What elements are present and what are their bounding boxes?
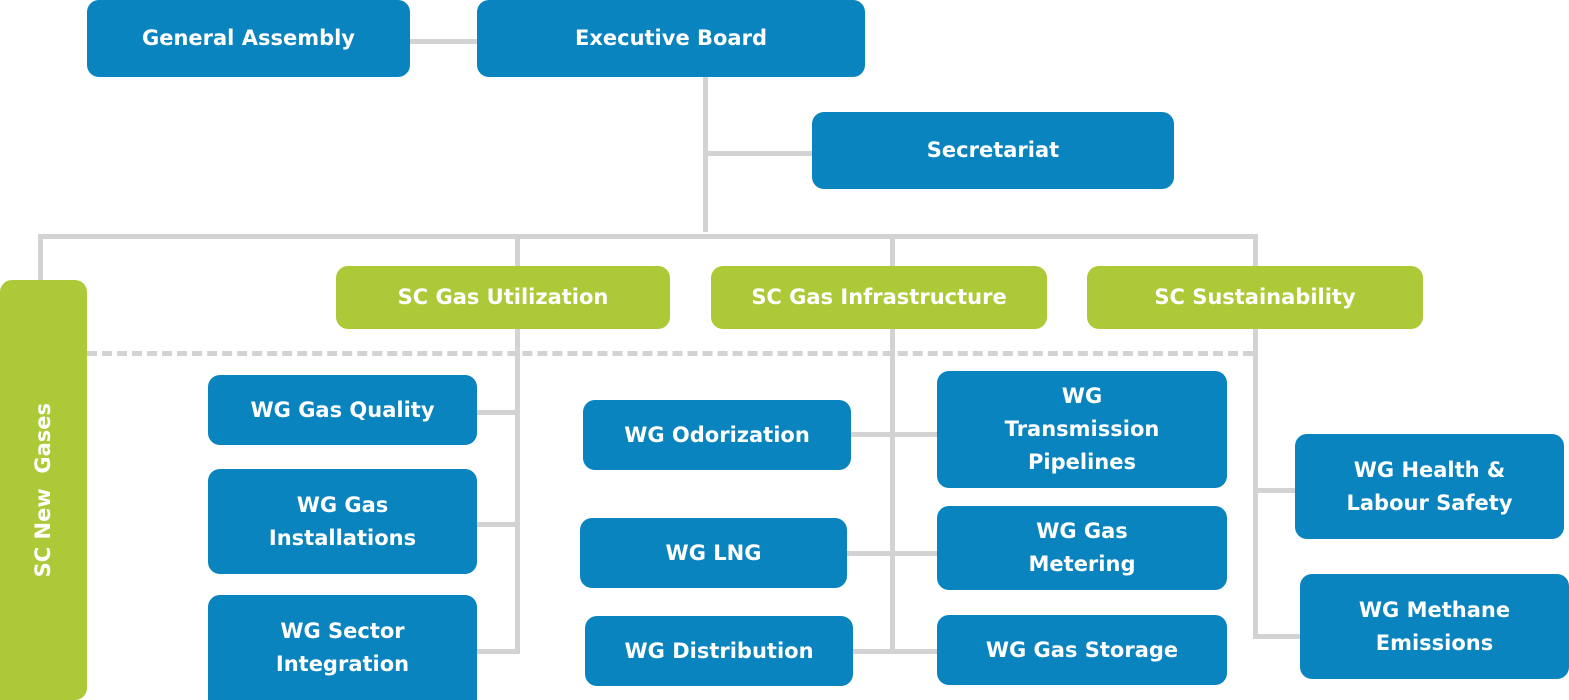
- wg-label-line2: Metering: [1028, 552, 1136, 576]
- sc-gas-utilization-box[interactable]: SC Gas Utilization: [336, 266, 670, 329]
- wg-label-line2: Installations: [268, 525, 417, 550]
- sc-gas-infrastructure-label: SC Gas Infrastructure: [751, 285, 1007, 309]
- connector-committee-bus: [38, 234, 1256, 239]
- wg-methane-emissions-box[interactable]: WG Methane Emissions: [1300, 574, 1569, 679]
- sc-separator-dashed-line: [87, 351, 1253, 356]
- wg-label: WG LNG: [665, 540, 762, 565]
- wg-label-line1: WG Methane: [1358, 597, 1511, 622]
- wg-label-line1: WG Sector: [280, 618, 405, 643]
- wg-label-line2: Labour Safety: [1346, 490, 1513, 515]
- wg-lng-box[interactable]: WG LNG: [580, 518, 847, 588]
- connector-wg-gas-installations: [476, 522, 518, 527]
- wg-label-line2: Integration: [275, 651, 410, 676]
- wg-label-line3: Pipelines: [1028, 450, 1136, 474]
- general-assembly-label: General Assembly: [141, 26, 355, 50]
- general-assembly-box[interactable]: General Assembly: [87, 0, 410, 77]
- wg-gas-quality-box[interactable]: WG Gas Quality: [208, 375, 477, 445]
- connector-infrastructure-spine: [890, 234, 895, 654]
- connector-utilization-spine: [515, 234, 520, 654]
- connector-wg-gas-quality: [476, 410, 518, 415]
- wg-gas-storage-box[interactable]: WG Gas Storage: [937, 615, 1227, 685]
- wg-distribution-box[interactable]: WG Distribution: [585, 616, 853, 686]
- connector-row-2: [846, 551, 940, 556]
- connector-secretariat: [703, 151, 813, 156]
- wg-sector-integration-box[interactable]: WG Sector Integration: [208, 595, 477, 700]
- wg-label-line2: Emissions: [1375, 630, 1494, 655]
- connector-row-3: [852, 649, 940, 654]
- wg-label: WG Gas Quality: [250, 397, 435, 422]
- executive-board-label: Executive Board: [574, 26, 767, 50]
- wg-label: WG Gas Storage: [985, 637, 1179, 662]
- connector-wg-health: [1253, 488, 1297, 493]
- sc-sustainability-label: SC Sustainability: [1154, 285, 1356, 309]
- wg-label-line2: Transmission: [1004, 417, 1160, 441]
- wg-label-line1: WG Health &: [1353, 457, 1506, 482]
- wg-health-labour-safety-box[interactable]: WG Health & Labour Safety: [1295, 434, 1564, 539]
- wg-label: WG Odorization: [624, 422, 810, 447]
- sc-new-gases-box[interactable]: SC New Gases: [0, 280, 87, 700]
- connector-ga-eb: [409, 39, 478, 44]
- executive-board-box[interactable]: Executive Board: [477, 0, 865, 77]
- sc-gas-utilization-label: SC Gas Utilization: [397, 285, 609, 309]
- secretariat-label: Secretariat: [926, 138, 1060, 162]
- sc-sustainability-box[interactable]: SC Sustainability: [1087, 266, 1423, 329]
- wg-gas-metering-box[interactable]: WG Gas Metering: [937, 506, 1227, 590]
- connector-new-gases: [38, 234, 43, 282]
- wg-transmission-pipelines-box[interactable]: WG Transmission Pipelines: [937, 371, 1227, 488]
- sc-new-gases-label: SC New Gases: [31, 402, 55, 578]
- sc-gas-infrastructure-box[interactable]: SC Gas Infrastructure: [711, 266, 1047, 329]
- connector-row-1: [850, 432, 940, 437]
- wg-label: WG Distribution: [624, 638, 814, 663]
- connector-wg-methane: [1253, 634, 1301, 639]
- wg-label-line1: WG Gas: [296, 492, 389, 517]
- wg-label-line1: WG: [1061, 384, 1103, 408]
- connector-sustainability-spine: [1253, 234, 1258, 639]
- wg-odorization-box[interactable]: WG Odorization: [583, 400, 851, 470]
- secretariat-box[interactable]: Secretariat: [812, 112, 1174, 189]
- wg-gas-installations-box[interactable]: WG Gas Installations: [208, 469, 477, 574]
- connector-wg-sector-integration: [476, 649, 518, 654]
- wg-label-line1: WG Gas: [1036, 519, 1128, 543]
